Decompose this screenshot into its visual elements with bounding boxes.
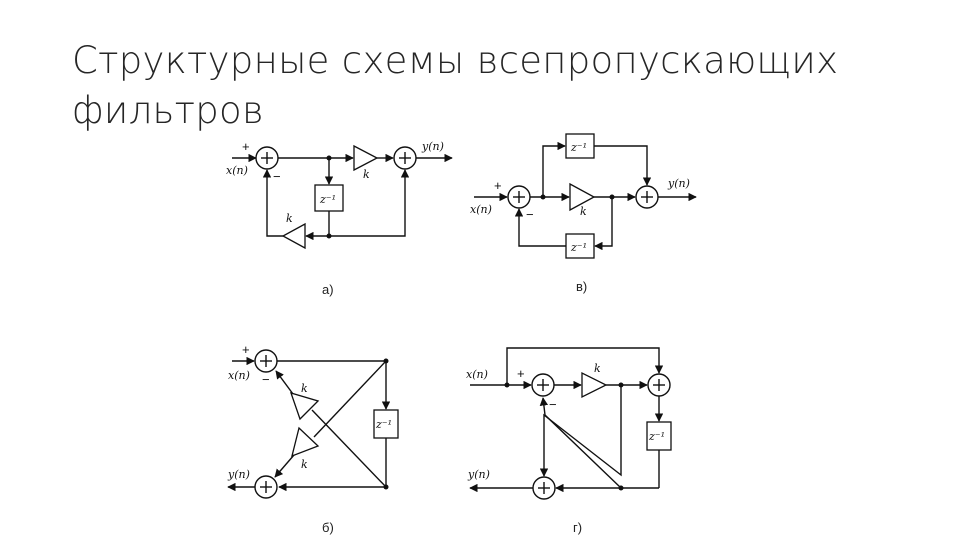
b-upper-gain-out-wire xyxy=(275,370,294,395)
v-plus-sign: + xyxy=(494,178,502,193)
b-upper-gain-amp xyxy=(289,392,320,421)
b-output-label: y(n) xyxy=(227,468,250,481)
v-top-delay-label: z⁻¹ xyxy=(570,141,587,154)
a-caption: а) xyxy=(322,282,334,297)
a-feedback-gain-amp xyxy=(281,222,306,250)
g-output-label: y(n) xyxy=(467,468,490,481)
g-summer-3 xyxy=(532,476,556,500)
g-plus-sign: + xyxy=(517,366,525,381)
a-summer-1 xyxy=(255,146,279,170)
v-gain-label: k xyxy=(580,205,587,218)
b-lower-gain-in-wire xyxy=(313,360,387,438)
g-delay-label: z⁻¹ xyxy=(648,430,665,443)
b-summer-top xyxy=(254,349,278,373)
diagram-a: + − x(n) y(n) k k z⁻¹ а) xyxy=(226,139,453,297)
v-to-top-delay-wire xyxy=(542,141,566,197)
g-gain-amp xyxy=(581,371,608,399)
b-upper-gain-in-wire xyxy=(311,409,387,488)
v-feedback-wire xyxy=(514,208,566,247)
g-cross-wire-2 xyxy=(539,397,622,489)
v-minus-sign: − xyxy=(526,207,534,222)
v-gain-amp xyxy=(569,182,596,212)
diagram-v: + − x(n) y(n) k z⁻¹ z⁻¹ в) xyxy=(470,133,697,294)
diagram-g: + − x(n) y(n) k z⁻¹ г) xyxy=(466,347,672,535)
v-to-bottom-delay-wire xyxy=(594,197,613,251)
v-summer-1 xyxy=(507,185,531,209)
g-caption: г) xyxy=(573,520,582,535)
g-gain-label: k xyxy=(594,362,601,375)
slide-title-line-1: Структурные схемы всепропускающих xyxy=(72,39,839,82)
slide-title: Структурные схемы всепропускающих фильтр… xyxy=(72,36,872,136)
slide-title-line-2: фильтров xyxy=(72,89,264,132)
v-top-delay-block xyxy=(565,133,595,159)
a-bypass-wire xyxy=(329,169,410,237)
a-summer-2 xyxy=(393,146,417,170)
g-minus-sign: − xyxy=(549,397,557,412)
v-bottom-delay-block xyxy=(565,233,595,259)
a-forward-gain-label: k xyxy=(363,168,370,181)
g-input-label: x(n) xyxy=(466,368,488,381)
a-delay-label: z⁻¹ xyxy=(319,193,336,206)
g-delay-block xyxy=(646,421,672,451)
a-output-label: y(n) xyxy=(421,140,444,153)
b-minus-sign: − xyxy=(262,372,270,387)
v-input-label: x(n) xyxy=(470,203,492,216)
b-lower-gain-out-wire xyxy=(274,454,295,478)
a-forward-gain-amp xyxy=(353,144,379,172)
g-bypass-wire xyxy=(506,347,664,385)
diagram-b: + − x(n) y(n) k k z⁻¹ б) xyxy=(227,342,399,535)
b-upper-gain-label: k xyxy=(301,382,308,395)
a-feedback-wire xyxy=(262,169,283,237)
a-plus-sign: + xyxy=(242,139,250,154)
v-caption: в) xyxy=(576,279,587,294)
b-lower-gain-label: k xyxy=(301,458,308,471)
a-feedback-gain-label: k xyxy=(286,212,293,225)
v-summer-2 xyxy=(635,185,659,209)
a-delay-block xyxy=(314,184,344,212)
g-summer-1 xyxy=(531,373,555,397)
g-summer-2 xyxy=(647,373,671,397)
b-plus-sign: + xyxy=(242,342,250,357)
b-input-label: x(n) xyxy=(228,369,250,382)
b-summer-bottom xyxy=(254,475,278,499)
b-delay-block xyxy=(373,409,399,439)
a-input-label: x(n) xyxy=(226,164,248,177)
a-minus-sign: − xyxy=(273,169,281,184)
v-bottom-delay-label: z⁻¹ xyxy=(570,241,587,254)
g-cross-wire-1 xyxy=(539,385,622,477)
b-lower-gain-amp xyxy=(291,426,320,458)
b-delay-label: z⁻¹ xyxy=(375,418,392,431)
v-output-label: y(n) xyxy=(667,177,690,190)
v-top-delay-out-wire xyxy=(594,145,652,186)
b-caption: б) xyxy=(322,520,334,535)
